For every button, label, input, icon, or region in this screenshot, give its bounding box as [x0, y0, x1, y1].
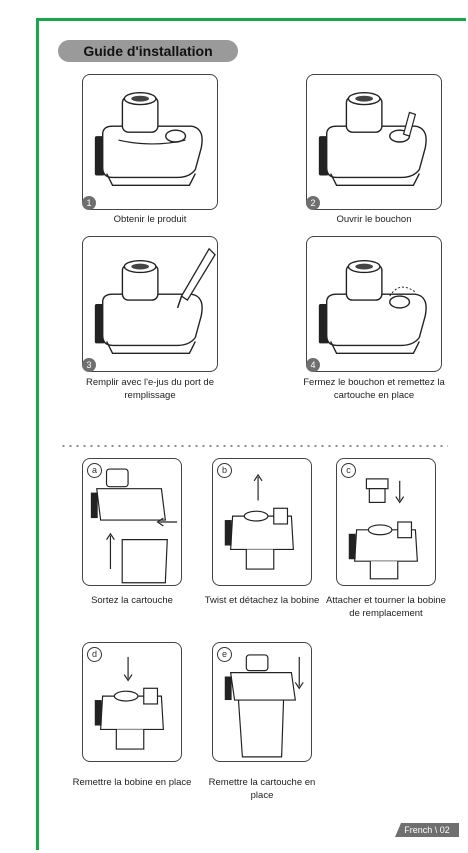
coil-step-e-caption: Remettre la cartouche en place: [202, 776, 322, 802]
coil-step-letter-badge: a: [87, 463, 102, 478]
step-1-illustration: 1: [82, 74, 218, 210]
step-1-caption: Obtenir le produit: [82, 213, 218, 226]
coil-replace-icon: [337, 459, 435, 585]
page-title: Guide d'installation: [58, 40, 238, 62]
device-cartridge-icon: [83, 75, 217, 209]
step-3-caption: Remplir avec l'e-jus du port de rempliss…: [62, 376, 238, 402]
coil-step-e-illustration: e: [212, 642, 312, 762]
coil-step-letter-badge: e: [217, 647, 232, 662]
step-2-illustration: 2: [306, 74, 442, 210]
step-4-caption: Fermez le bouchon et remettez la cartouc…: [286, 376, 462, 402]
step-2-caption: Ouvrir le bouchon: [306, 213, 442, 226]
cartridge-remove-icon: [83, 459, 181, 585]
coil-step-a-caption: Sortez la cartouche: [72, 594, 192, 607]
coil-step-d-caption: Remettre la bobine en place: [72, 776, 192, 789]
coil-step-letter-badge: d: [87, 647, 102, 662]
step-number-badge: 1: [82, 196, 96, 210]
coil-step-letter-badge: c: [341, 463, 356, 478]
coil-twist-off-icon: [213, 459, 311, 585]
step-number-badge: 3: [82, 358, 96, 372]
device-closed-cap-icon: [307, 237, 441, 371]
step-number-badge: 2: [306, 196, 320, 210]
step-4-illustration: 4: [306, 236, 442, 372]
coil-step-b-illustration: b: [212, 458, 312, 586]
device-refill-bottle-icon: [83, 237, 217, 371]
step-3-illustration: 3: [82, 236, 218, 372]
coil-step-a-illustration: a: [82, 458, 182, 586]
device-open-cap-icon: [307, 75, 441, 209]
coil-step-c-caption: Attacher et tourner la bobine de remplac…: [326, 594, 446, 620]
coil-step-b-caption: Twist et détachez la bobine: [202, 594, 322, 607]
coil-step-letter-badge: b: [217, 463, 232, 478]
page-footer-label: French \ 02: [395, 823, 459, 837]
coil-step-d-illustration: d: [82, 642, 182, 762]
section-divider: [60, 445, 448, 447]
coil-step-c-illustration: c: [336, 458, 436, 586]
step-number-badge: 4: [306, 358, 320, 372]
